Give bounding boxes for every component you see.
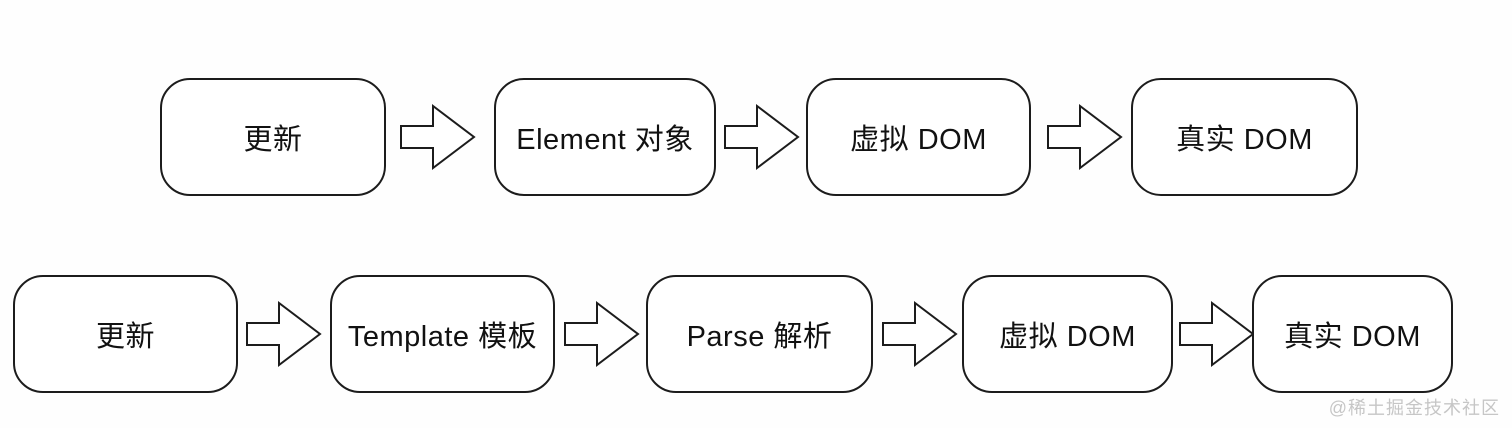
- right-arrow-icon: [400, 104, 476, 170]
- flow2-node-update-label: 更新: [95, 321, 155, 353]
- flow1-node-update: 更新: [160, 78, 386, 196]
- flow2-node-virtual-dom-label: 虚拟 DOM: [999, 321, 1136, 353]
- right-arrow-icon: [1047, 104, 1123, 170]
- watermark: @稀土掘金技术社区: [1328, 398, 1500, 418]
- flow2-node-real-dom: 真实 DOM: [1252, 275, 1453, 393]
- right-arrow-icon: [246, 301, 322, 367]
- flow1-node-virtual-dom: 虚拟 DOM: [806, 78, 1031, 196]
- flow1-node-real-dom: 真实 DOM: [1131, 78, 1358, 196]
- flow2-node-virtual-dom: 虚拟 DOM: [962, 275, 1173, 393]
- flow1-node-update-label: 更新: [243, 124, 303, 156]
- flow2-node-real-dom-label: 真实 DOM: [1284, 321, 1421, 353]
- flow2-node-parse: Parse 解析: [646, 275, 873, 393]
- right-arrow-icon: [1179, 301, 1255, 367]
- flow2-node-template-label: Template 模板: [347, 321, 538, 353]
- flow2-node-update: 更新: [13, 275, 238, 393]
- flow1-node-virtual-dom-label: 虚拟 DOM: [850, 124, 987, 156]
- right-arrow-icon: [564, 301, 640, 367]
- flow2-node-template: Template 模板: [330, 275, 555, 393]
- right-arrow-icon: [882, 301, 958, 367]
- flow1-node-real-dom-label: 真实 DOM: [1176, 124, 1313, 156]
- flow2-node-parse-label: Parse 解析: [686, 321, 833, 353]
- right-arrow-icon: [724, 104, 800, 170]
- flow1-node-element-object-label: Element 对象: [516, 124, 694, 156]
- flow1-node-element-object: Element 对象: [494, 78, 716, 196]
